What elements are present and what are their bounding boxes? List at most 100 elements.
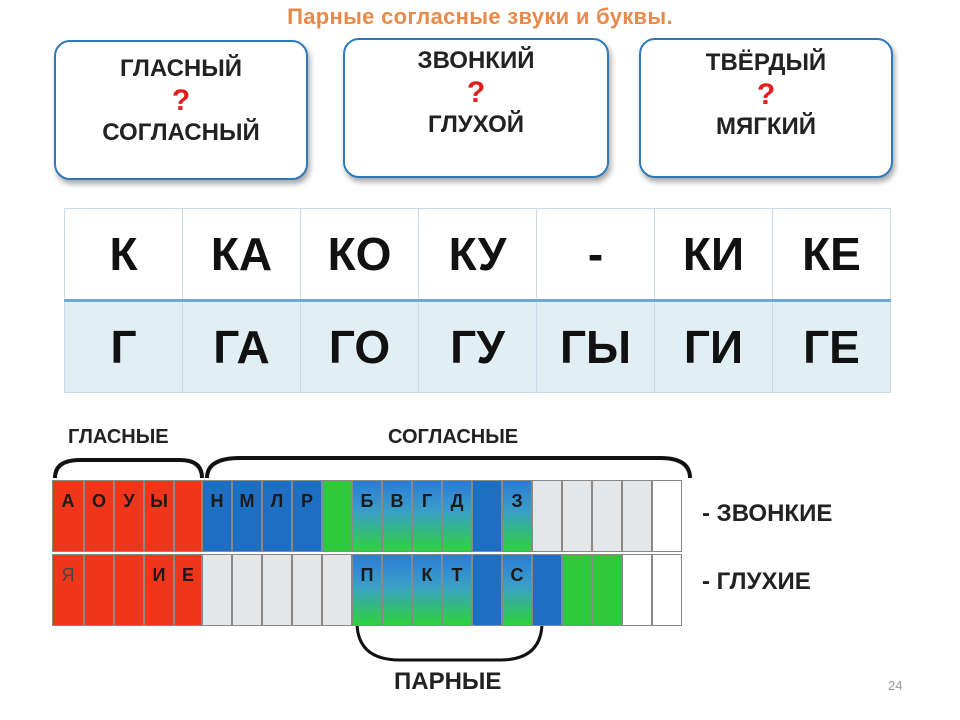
letter-cell-bottom	[202, 554, 232, 626]
letter-cell-top: А	[52, 480, 84, 552]
question-mark: ?	[171, 84, 191, 117]
voiceless-label: - ГЛУХИЕ	[702, 568, 811, 595]
letter-cell-bottom: С	[502, 554, 532, 626]
letter-cell-bottom	[292, 554, 322, 626]
letter-cell-top: Н	[202, 480, 232, 552]
letter-cell-top: Ы	[144, 480, 174, 552]
box-top-label: ЗВОНКИЙ	[417, 47, 535, 74]
letter-text: Е	[181, 565, 194, 585]
syllable-row-k: К КА КО КУ - КИ КЕ	[64, 208, 891, 302]
box-top-label: ГЛАСНЫЙ	[120, 55, 242, 82]
vowel-consonant-box: ГЛАСНЫЙ ? СОГЛАСНЫЙ	[54, 40, 308, 180]
letter-cell-bottom: П	[352, 554, 382, 626]
letter-cell-bottom: Т	[442, 554, 472, 626]
syllable-cell: ГА	[182, 300, 301, 393]
hard-soft-box: ТВЁРДЫЙ ? МЯГКИЙ	[639, 38, 893, 178]
page-number: 24	[888, 678, 903, 693]
box-bottom-label: ГЛУХОЙ	[427, 111, 525, 138]
paired-bracket	[355, 621, 544, 662]
letter-cell-top: Р	[292, 480, 322, 552]
vowels-bracket	[53, 458, 204, 479]
letter-text: О	[91, 491, 106, 511]
syllable-cell: КО	[300, 208, 419, 302]
syllable-cell: ГО	[300, 300, 419, 393]
syllable-cell: К	[64, 208, 183, 302]
letter-cell-top	[472, 480, 502, 552]
letter-cell-top	[174, 480, 202, 552]
box-bottom-label: СОГЛАСНЫЙ	[102, 119, 260, 146]
syllable-table: К КА КО КУ - КИ КЕ Г ГА ГО ГУ ГЫ ГИ ГЕ	[64, 208, 891, 393]
syllable-cell: ГЫ	[536, 300, 655, 393]
question-mark: ?	[756, 78, 776, 111]
letter-text: Б	[360, 491, 374, 511]
syllable-row-g: Г ГА ГО ГУ ГЫ ГИ ГЕ	[64, 300, 891, 393]
letter-cell-bottom	[592, 554, 622, 626]
letter-text: В	[390, 491, 404, 511]
syllable-cell: КУ	[418, 208, 537, 302]
consonants-bracket	[205, 456, 692, 479]
letter-cell-top: У	[114, 480, 144, 552]
letter-cell-top: В	[382, 480, 412, 552]
syllable-cell: КА	[182, 208, 301, 302]
voiced-voiceless-box: ЗВОНКИЙ ? ГЛУХОЙ	[343, 38, 609, 178]
letter-text: Р	[300, 491, 313, 511]
letter-text: Т	[451, 565, 463, 585]
letter-text: Л	[270, 491, 284, 511]
letter-cell-bottom	[622, 554, 652, 626]
letter-cell-bottom	[472, 554, 502, 626]
consonants-label: СОГЛАСНЫЕ	[388, 426, 519, 448]
letter-cell-bottom	[232, 554, 262, 626]
letter-cell-top: Г	[412, 480, 442, 552]
letter-cell-bottom: Е	[174, 554, 202, 626]
letter-cell-top	[652, 480, 682, 552]
letter-cell-top: М	[232, 480, 262, 552]
letter-text: П	[360, 565, 374, 585]
letter-cell-top: Л	[262, 480, 292, 552]
letter-text: А	[61, 491, 75, 511]
letter-cell-bottom	[262, 554, 292, 626]
letter-cell-bottom	[562, 554, 592, 626]
letter-text: З	[511, 491, 523, 511]
letter-cell-bottom	[322, 554, 352, 626]
syllable-cell: ГЕ	[772, 300, 891, 393]
syllable-cell: КЕ	[772, 208, 891, 302]
letter-text: С	[510, 565, 524, 585]
letter-cell-top	[592, 480, 622, 552]
letter-cell-bottom: Я	[52, 554, 84, 626]
letter-cell-top: О	[84, 480, 114, 552]
letter-text: И	[152, 565, 166, 585]
letter-text: Г	[421, 491, 433, 511]
letter-cell-top: Б	[352, 480, 382, 552]
box-bottom-label: МЯГКИЙ	[716, 113, 816, 140]
letter-cell-top	[322, 480, 352, 552]
voiced-label: - ЗВОНКИЕ	[702, 500, 833, 527]
page-title: Парные согласные звуки и буквы.	[287, 4, 673, 29]
question-mark: ?	[466, 76, 486, 109]
vowels-label: ГЛАСНЫЕ	[68, 426, 169, 448]
letter-text: У	[123, 491, 135, 511]
letter-cell-bottom	[532, 554, 562, 626]
paired-label: ПАРНЫЕ	[394, 668, 502, 695]
box-top-label: ТВЁРДЫЙ	[705, 49, 827, 76]
letter-cell-top	[622, 480, 652, 552]
letter-cell-bottom: И	[144, 554, 174, 626]
letter-text: Н	[210, 491, 224, 511]
letter-cell-top: Д	[442, 480, 472, 552]
letter-cell-bottom: К	[412, 554, 442, 626]
letter-text: К	[421, 565, 433, 585]
letter-text: Я	[61, 565, 75, 585]
letter-cell-top: З	[502, 480, 532, 552]
letter-cell-bottom	[84, 554, 114, 626]
syllable-cell: ГУ	[418, 300, 537, 393]
letter-text: Д	[450, 491, 464, 511]
syllable-cell: ГИ	[654, 300, 773, 393]
letter-cell-top	[562, 480, 592, 552]
letter-cell-bottom	[652, 554, 682, 626]
letter-text: Ы	[150, 491, 168, 511]
syllable-cell: -	[536, 208, 655, 302]
letter-text: М	[239, 491, 255, 511]
letter-cell-bottom	[382, 554, 412, 626]
letter-cell-top	[532, 480, 562, 552]
